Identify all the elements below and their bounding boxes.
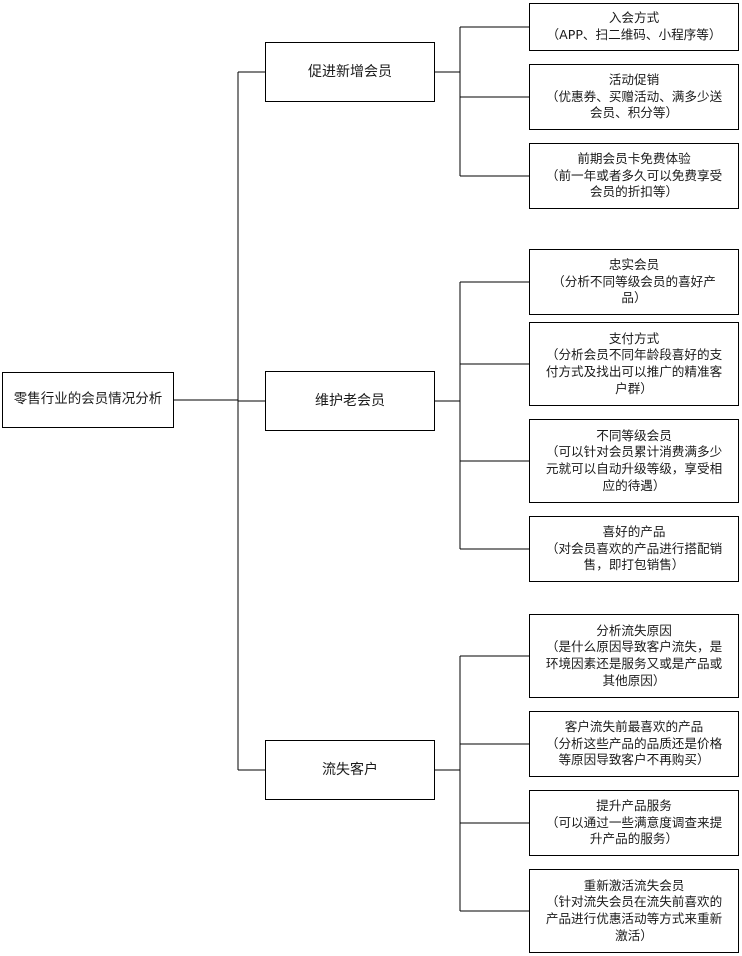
leaf-node-2-0[interactable]: 分析流失原因 （是什么原因导致客户流失，是 环境因素还是服务又或是产品或 其他原…: [529, 614, 739, 698]
leaf-node-2-3-label: 重新激活流失会员 （针对流失会员在流失前喜欢的 产品进行优惠活动等方式来重新 激…: [545, 877, 723, 943]
branch-node-2[interactable]: 流失客户: [265, 740, 435, 800]
leaf-node-0-1[interactable]: 活动促销 （优惠券、买赠活动、满多少送 会员、积分等）: [529, 64, 739, 130]
leaf-node-1-1[interactable]: 支付方式 （分析会员不同年龄段喜好的支 付方式及找出可以推广的精准客 户群）: [529, 322, 739, 406]
leaf-node-1-3[interactable]: 喜好的产品 （对会员喜欢的产品进行搭配销 售，即打包销售）: [529, 516, 739, 582]
root-node-label: 零售行业的会员情况分析: [13, 391, 163, 408]
leaf-node-2-1[interactable]: 客户流失前最喜欢的产品 （分析这些产品的品质还是价格 等原因导致客户不再购买）: [529, 711, 739, 777]
leaf-node-0-0-label: 入会方式 （APP、扫二维码、小程序等）: [546, 10, 722, 42]
leaf-node-2-0-label: 分析流失原因 （是什么原因导致客户流失，是 环境因素还是服务又或是产品或 其他原…: [545, 622, 723, 688]
leaf-node-2-1-label: 客户流失前最喜欢的产品 （分析这些产品的品质还是价格 等原因导致客户不再购买）: [545, 719, 723, 768]
leaf-node-0-1-label: 活动促销 （优惠券、买赠活动、满多少送 会员、积分等）: [545, 72, 723, 121]
leaf-node-2-2[interactable]: 提升产品服务 （可以通过一些满意度调查来提 升产品的服务）: [529, 790, 739, 856]
branch-node-0-label: 促进新增会员: [308, 63, 392, 80]
leaf-node-0-0[interactable]: 入会方式 （APP、扫二维码、小程序等）: [529, 3, 739, 51]
branch-node-0[interactable]: 促进新增会员: [265, 42, 435, 102]
leaf-node-1-2[interactable]: 不同等级会员 （可以针对会员累计消费满多少 元就可以自动升级等级，享受相 应的待…: [529, 419, 739, 503]
leaf-node-1-0-label: 忠实会员 （分析不同等级会员的喜好产 品）: [552, 257, 716, 306]
root-node[interactable]: 零售行业的会员情况分析: [2, 372, 174, 428]
branch-node-2-label: 流失客户: [322, 761, 378, 778]
leaf-node-2-2-label: 提升产品服务 （可以通过一些满意度调查来提 升产品的服务）: [545, 798, 723, 847]
leaf-node-0-2-label: 前期会员卡免费体验 （前一年或者多久可以免费享受 会员的折扣等）: [545, 151, 723, 200]
branch-node-1[interactable]: 维护老会员: [265, 371, 435, 431]
leaf-node-1-3-label: 喜好的产品 （对会员喜欢的产品进行搭配销 售，即打包销售）: [545, 524, 723, 573]
leaf-node-0-2[interactable]: 前期会员卡免费体验 （前一年或者多久可以免费享受 会员的折扣等）: [529, 143, 739, 209]
leaf-node-2-3[interactable]: 重新激活流失会员 （针对流失会员在流失前喜欢的 产品进行优惠活动等方式来重新 激…: [529, 869, 739, 953]
branch-node-1-label: 维护老会员: [315, 392, 385, 409]
leaf-node-1-0[interactable]: 忠实会员 （分析不同等级会员的喜好产 品）: [529, 249, 739, 315]
leaf-node-1-1-label: 支付方式 （分析会员不同年龄段喜好的支 付方式及找出可以推广的精准客 户群）: [545, 330, 723, 396]
leaf-node-1-2-label: 不同等级会员 （可以针对会员累计消费满多少 元就可以自动升级等级，享受相 应的待…: [545, 427, 723, 493]
